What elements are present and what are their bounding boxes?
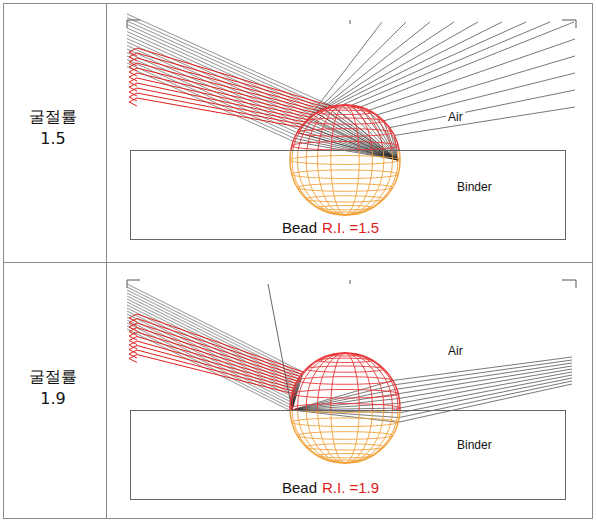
refractive-index: R.I. =1.5 bbox=[322, 219, 379, 237]
ray-diagram-1-9 bbox=[127, 280, 576, 463]
refractive-index: R.I. =1.9 bbox=[322, 479, 379, 497]
medium-label: Air bbox=[446, 110, 465, 124]
bead-label: Bead bbox=[282, 219, 317, 237]
bead-label: Bead bbox=[282, 479, 317, 497]
bead-wireframe bbox=[290, 150, 400, 215]
medium-label: Air bbox=[446, 344, 465, 358]
table-cell: 굴절률 1.5 bbox=[21, 106, 85, 149]
layer-label: Binder bbox=[455, 180, 494, 194]
light-rays bbox=[127, 14, 575, 160]
ray-diagram-1-5 bbox=[127, 14, 576, 215]
frame-marks bbox=[127, 280, 576, 288]
table-grid bbox=[4, 4, 593, 519]
bead-wireframe bbox=[290, 105, 400, 150]
layer-label: Binder bbox=[455, 438, 494, 452]
bead-wireframe bbox=[290, 410, 400, 463]
frame-marks bbox=[127, 20, 576, 28]
table-cell: 굴절률 1.9 bbox=[21, 366, 85, 409]
bead-wireframe bbox=[290, 353, 400, 410]
